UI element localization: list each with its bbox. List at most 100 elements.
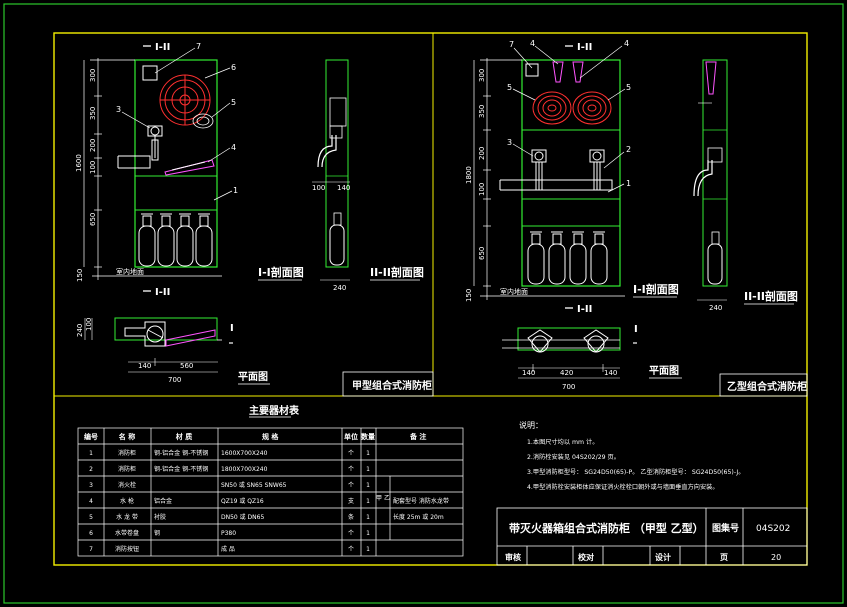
fire-extinguisher-icon	[590, 231, 608, 285]
bom-cell: 个	[348, 482, 354, 489]
callout-5-left: 5	[231, 98, 236, 107]
bom-header-cell: 材 质	[175, 432, 192, 441]
fire-extinguisher-icon	[548, 231, 566, 285]
cabinet-title-right: 乙型组合式消防柜	[727, 380, 807, 393]
fire-extinguisher-icon	[569, 231, 587, 285]
svg-text:650: 650	[478, 247, 486, 260]
svg-text:1800: 1800	[465, 166, 473, 184]
bom-cell: 配套型号 消防水龙带	[393, 497, 449, 505]
plan-title-left: 平面图	[238, 371, 268, 383]
note-line: 4.甲型消防栓安装柜体应保证消火栓栓口朝外或与墙面垂直方向安装。	[527, 483, 719, 491]
alarm-button-icon	[142, 65, 158, 81]
bom-header-cell: 单位	[344, 432, 358, 441]
floor-label-left: 室内地面	[116, 267, 144, 276]
outer-border	[3, 3, 844, 604]
bom-cell: 2	[89, 466, 93, 473]
section-view-title-right: I-I剖面图	[633, 282, 679, 296]
bom-header-cell: 数量	[361, 432, 375, 441]
svg-text:4: 4	[624, 39, 629, 48]
fire-extinguisher-icon	[195, 213, 213, 267]
svg-text:140: 140	[604, 369, 617, 377]
bom-cell: 1	[366, 530, 370, 537]
bom-cell: 衬胶	[154, 513, 166, 521]
section-mark-bottom-left: I-II	[155, 287, 170, 298]
hose-coil-icon	[192, 113, 214, 129]
svg-text:200: 200	[89, 139, 97, 152]
fire-extinguisher-group	[138, 213, 213, 267]
nozzle-icon	[164, 159, 215, 176]
hose-reel-icon	[159, 74, 211, 126]
svg-text:100: 100	[89, 161, 97, 174]
bom-cell: 1	[366, 450, 370, 457]
svg-text:100: 100	[478, 183, 486, 196]
bom-cell: 1	[366, 546, 370, 553]
floor-label-right: 室内地面	[500, 287, 528, 296]
bom-cell: DN50 或 DN65	[221, 513, 264, 521]
plan-mark-left: I	[230, 323, 234, 334]
bom-cell: 个	[348, 530, 354, 537]
section-mark-top-left: I-II	[143, 42, 170, 53]
bom-cell: 3	[89, 482, 93, 489]
plan-mark-right: I	[634, 324, 638, 335]
svg-text:300: 300	[89, 69, 97, 82]
bom-type-label: 甲 乙	[376, 495, 390, 502]
note-line: 1.本图尺寸均以 mm 计。	[527, 438, 598, 446]
svg-text:150: 150	[76, 269, 84, 282]
bom-cell: 成 品	[221, 545, 235, 553]
bom-cell: 5	[89, 514, 93, 521]
bom-cell: 消防柜	[118, 449, 136, 457]
fire-extinguisher-icon	[138, 213, 156, 267]
bom-cell: 1600X700X240	[221, 450, 268, 457]
title-block-title: 带灭火器箱组合式消防柜 （甲型 乙型）	[509, 521, 704, 535]
plan-dim-100-left: 100	[85, 318, 93, 331]
note-line: 3.甲型消防柜型号： SG24D50(65)-P。 乙型消防柜型号： SG24D…	[527, 468, 744, 476]
side-dim-240-right: 240	[709, 304, 722, 312]
alarm-button-icon	[525, 63, 539, 77]
cabinet-title-box-left	[342, 371, 434, 397]
callout-6-left: 6	[231, 63, 236, 72]
bom-cell: 条	[348, 513, 354, 521]
hydrant-valve-icon	[117, 125, 163, 169]
svg-text:420: 420	[560, 369, 573, 377]
atlas-number: 04S202	[756, 524, 790, 534]
side-section-title-left: II-II剖面图	[370, 265, 424, 279]
bom-cell: 7	[89, 546, 93, 553]
bom-header-cell: 编号	[84, 432, 98, 441]
fire-extinguisher-icon	[176, 213, 194, 267]
bom-cell: 个	[348, 450, 354, 457]
bom-cell: 1	[366, 514, 370, 521]
svg-text:7: 7	[509, 40, 514, 49]
nozzle-icon	[552, 61, 584, 83]
svg-text:200: 200	[478, 147, 486, 160]
bom-cell: 1	[366, 482, 370, 489]
vertical-dimension-left	[83, 58, 135, 280]
svg-text:150: 150	[465, 289, 473, 302]
bom-cell: 水带卷盘	[115, 529, 139, 537]
notes: 说明： 1.本图尺寸均以 mm 计。2.消防栓安装见 04S202/29 页。3…	[519, 420, 744, 491]
right-drawing: I-II	[465, 39, 808, 397]
fire-extinguisher-icon	[527, 231, 545, 285]
check-label: 校对	[578, 552, 594, 562]
svg-text:650: 650	[89, 213, 97, 226]
svg-text:5: 5	[626, 83, 631, 92]
plan-dim-140-left: 140	[138, 362, 151, 370]
bom-cell: 铝合金	[154, 497, 172, 505]
plan-title-right: 平面图	[649, 365, 679, 377]
hose-coil-icon	[572, 91, 612, 125]
design-label: 设计	[655, 552, 671, 562]
side-section-right	[693, 59, 728, 301]
bom-cell: 支	[348, 497, 354, 505]
bom-cell: 消防按钮	[115, 545, 139, 553]
side-section-title-right: II-II剖面图	[744, 289, 798, 303]
hydrant-valve-icon	[499, 149, 613, 191]
svg-text:300: 300	[478, 69, 486, 82]
plan-view-right	[502, 327, 621, 379]
vertical-dimension-right	[473, 58, 522, 300]
side-dim-100-left: 100	[312, 184, 325, 192]
svg-text:350: 350	[89, 107, 97, 120]
cabinet-b-body	[521, 59, 621, 287]
svg-text:5: 5	[507, 83, 512, 92]
fire-extinguisher-group	[527, 231, 608, 285]
